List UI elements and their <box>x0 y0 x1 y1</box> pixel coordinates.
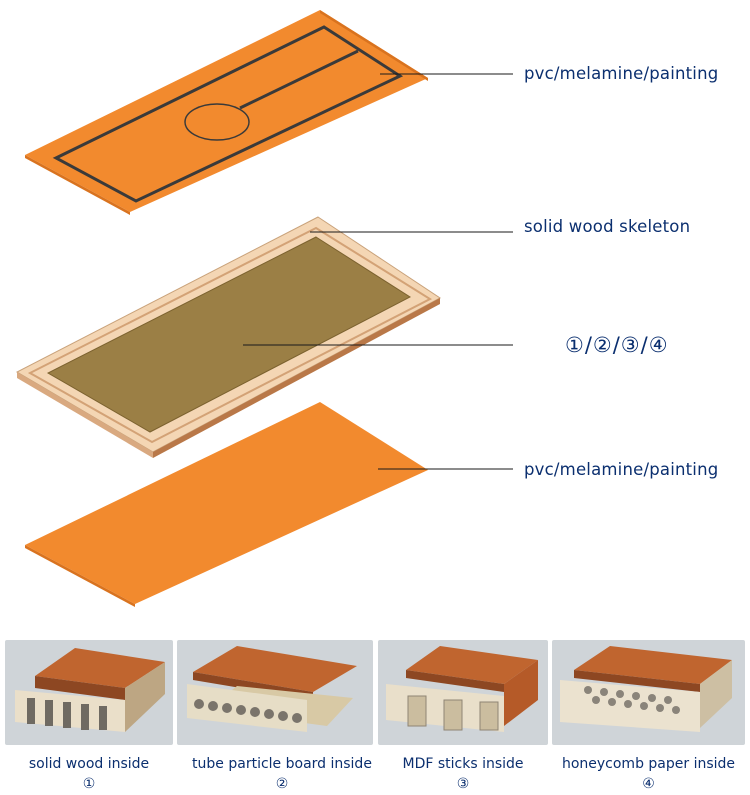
caption-label: honeycomb paper inside <box>561 756 736 772</box>
caption-label: tube particle board inside <box>192 756 372 772</box>
caption-tube-particle-board: tube particle board inside ② <box>177 754 387 794</box>
caption-label: MDF sticks inside <box>402 756 524 772</box>
caption-marker: ① <box>82 776 96 792</box>
bottom-face-panel <box>25 402 428 607</box>
core-thumbnail-tube-particle-board <box>177 640 373 745</box>
skeleton-panel <box>15 216 441 458</box>
caption-marker: ② <box>275 776 289 792</box>
caption-marker: ④ <box>642 776 655 792</box>
caption-honeycomb-paper: honeycomb paper inside ④ <box>552 754 745 794</box>
core-thumbnail-solid-wood <box>5 640 173 745</box>
top-face-callout: pvc/melamine/painting <box>524 64 719 83</box>
top-face-panel <box>25 10 428 215</box>
caption-marker: ③ <box>456 776 470 792</box>
caption-solid-wood: solid wood inside ① <box>5 754 173 794</box>
leader-lines <box>243 73 513 470</box>
core-thumbnail-honeycomb-paper <box>552 640 745 745</box>
core-thumbnail-mdf-sticks <box>378 640 548 745</box>
skeleton-callout: solid wood skeleton <box>524 217 691 236</box>
caption-mdf-sticks: MDF sticks inside ③ <box>378 754 548 794</box>
core-callout: ①/②/③/④ <box>565 333 669 357</box>
caption-label: solid wood inside <box>28 756 150 772</box>
bottom-face-callout: pvc/melamine/painting <box>524 460 719 479</box>
